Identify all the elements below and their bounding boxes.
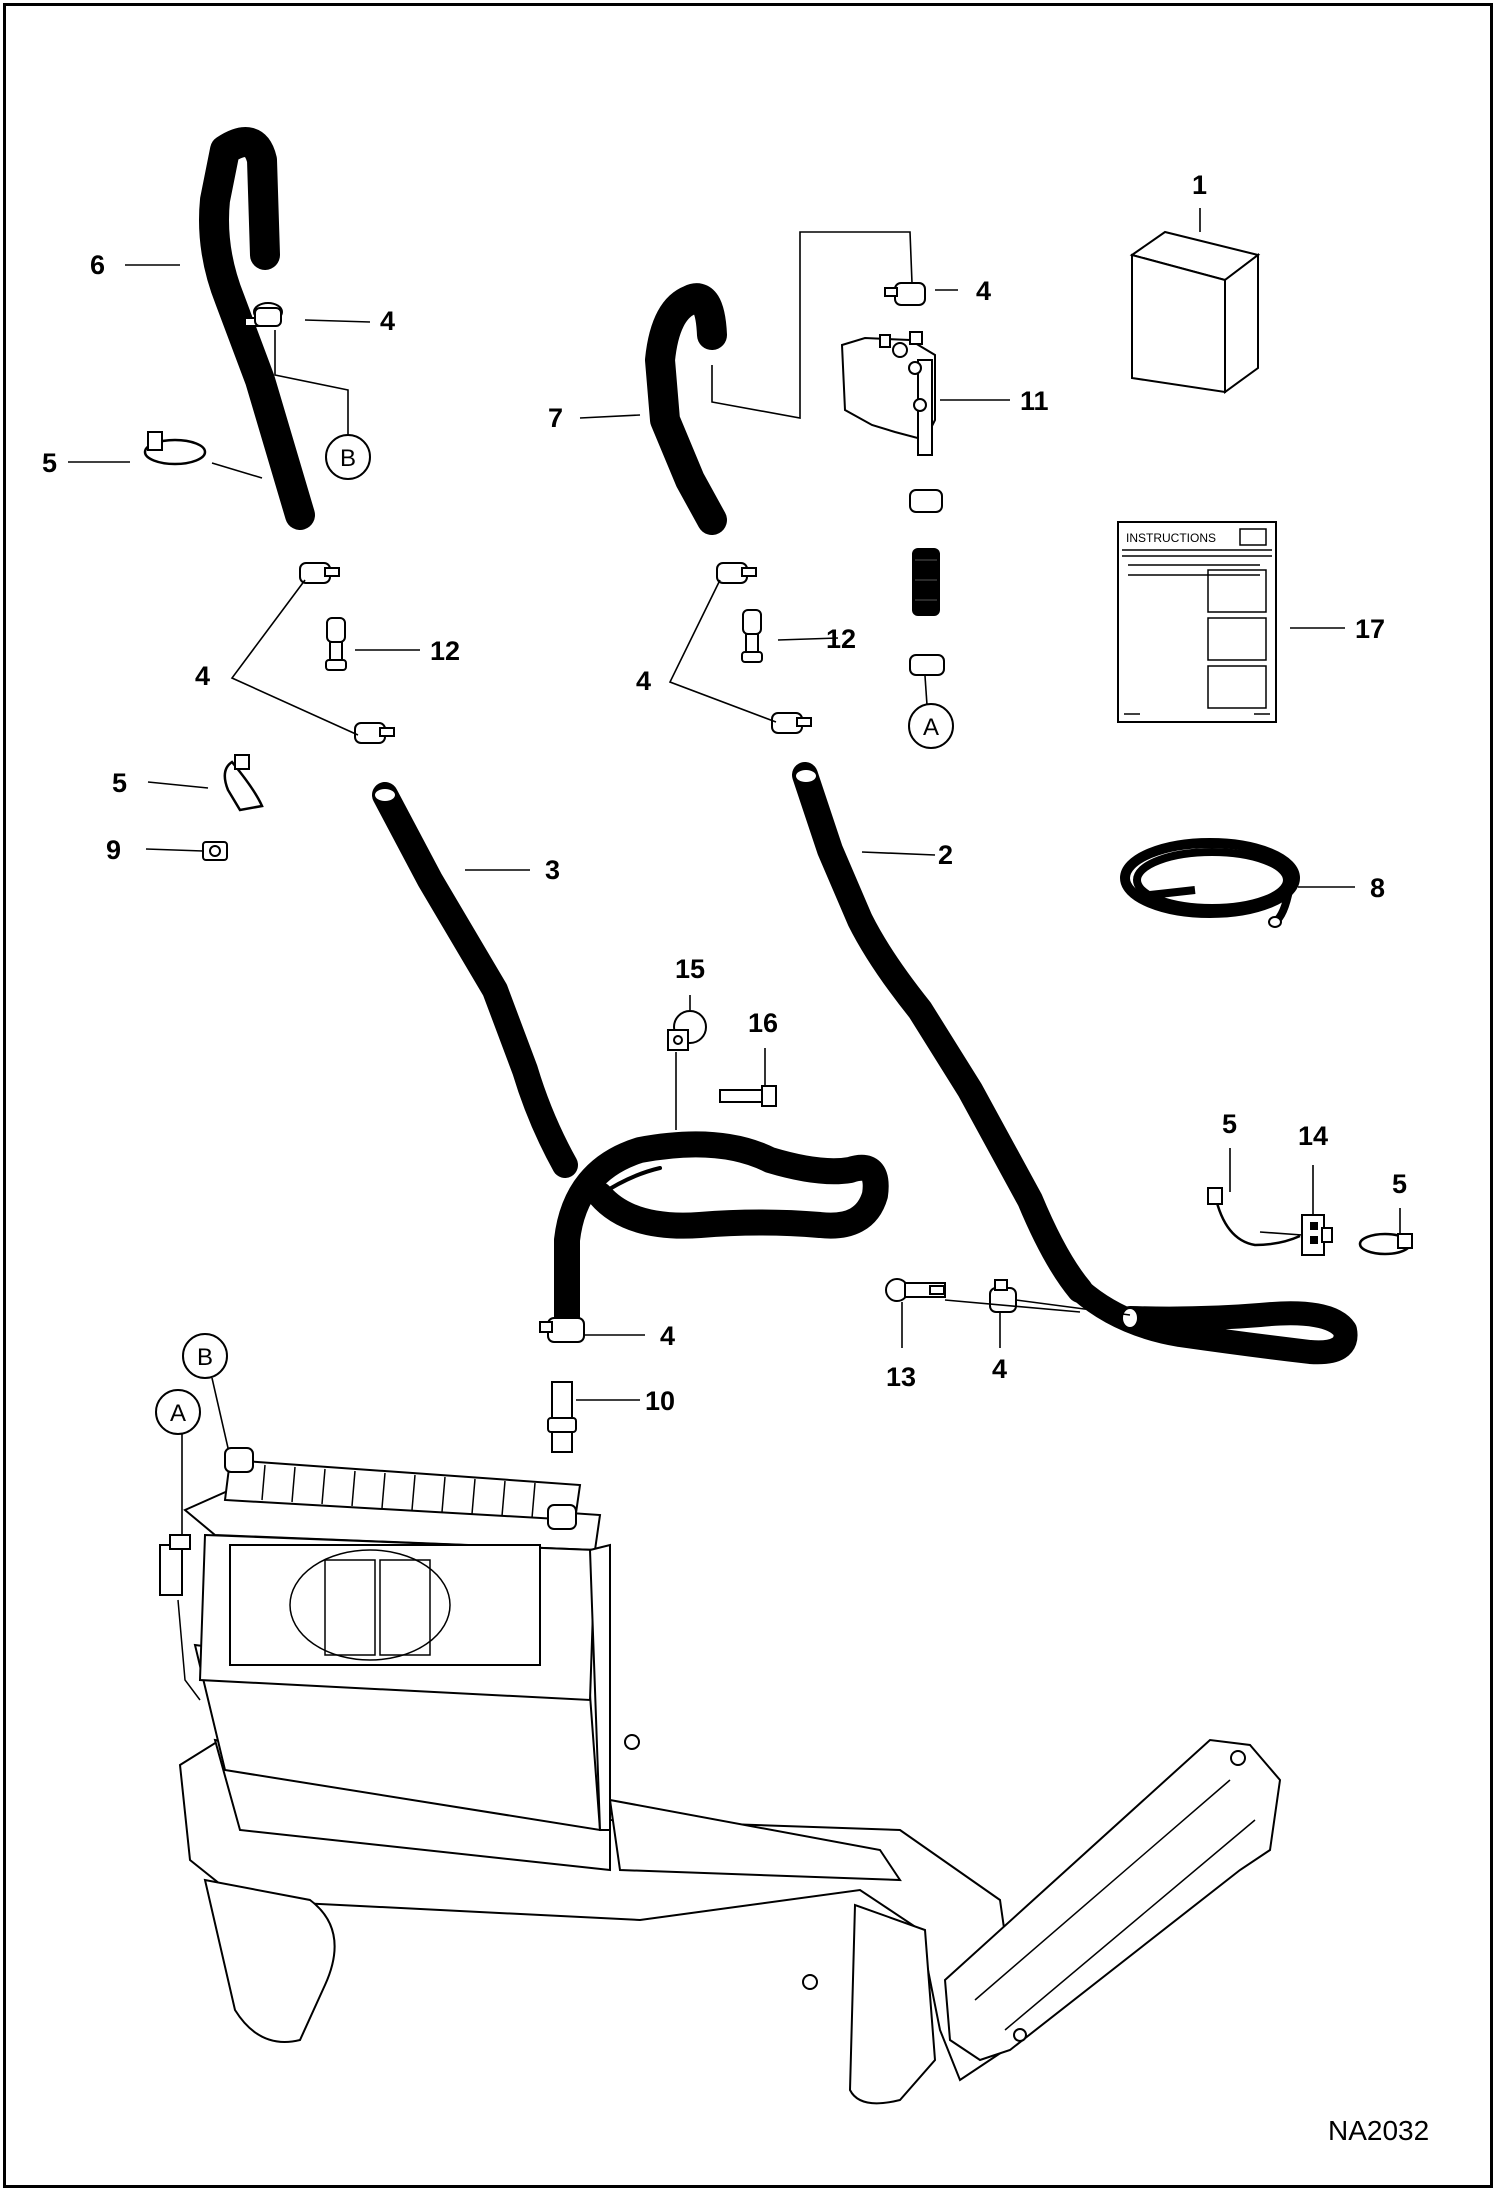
leader-lines — [68, 208, 1401, 1535]
tie-strap-5-top-left — [143, 431, 207, 466]
callout-5: 5 — [1222, 1109, 1237, 1139]
connector-b-bottom: B — [182, 1333, 228, 1379]
svg-text:B: B — [340, 445, 356, 472]
callout-13: 13 — [886, 1362, 916, 1392]
callout-5: 5 — [1392, 1169, 1407, 1199]
callout-11: 11 — [1020, 386, 1049, 416]
bracket-14 — [1301, 1214, 1333, 1256]
hose-clamp-4-right — [989, 1279, 1017, 1313]
callout-4: 4 — [195, 661, 210, 691]
hose-clamp-4-left-upper — [299, 562, 340, 584]
hose-7 — [645, 283, 727, 535]
tie-strap-5-right-b — [1358, 1232, 1413, 1256]
callout-17: 17 — [1355, 614, 1385, 644]
hose-clamp-4-valve-bottom — [909, 489, 943, 513]
instructions-label: INSTRUCTIONS — [1126, 531, 1216, 545]
elbow-fitting-13 — [885, 1278, 946, 1302]
svg-text:A: A — [170, 1400, 186, 1427]
fitting-12-left — [325, 617, 347, 671]
hose-2 — [792, 762, 1093, 1303]
callout-4: 4 — [976, 276, 991, 306]
hose-clamp-4-top-left — [244, 302, 283, 327]
tie-strap-5-right-a — [1207, 1187, 1301, 1247]
callout-9: 9 — [106, 835, 121, 865]
hose-3 — [372, 782, 578, 1178]
callout-4: 4 — [992, 1354, 1007, 1384]
callout-7: 7 — [548, 403, 563, 433]
callout-12: 12 — [826, 624, 856, 654]
callout-1: 1 — [1192, 170, 1207, 200]
connector-b-top: B — [325, 434, 371, 480]
callout-15: 15 — [675, 954, 705, 984]
callout-8: 8 — [1370, 873, 1385, 903]
callout-numbers: 6 4 5 12 4 5 9 3 7 4 11 12 4 2 1 17 8 15… — [42, 170, 1407, 1416]
connector-a-top: A — [908, 703, 954, 749]
bolt-16 — [719, 1085, 777, 1107]
figure-code: NA2032 — [1328, 2115, 1429, 2146]
heater-assembly — [159, 1447, 1282, 2105]
callout-3: 3 — [545, 855, 560, 885]
fitting-12-mid — [741, 609, 763, 663]
p-clip-15 — [667, 1010, 707, 1051]
connector-a-bottom: A — [155, 1389, 201, 1435]
instructions-sheet-17: INSTRUCTIONS — [1117, 521, 1277, 723]
hose-clamp-4-mid-upper — [716, 562, 757, 584]
hose-6 — [199, 127, 315, 530]
hose-clamp-4-a — [909, 654, 945, 676]
callout-4: 4 — [636, 666, 651, 696]
callout-5: 5 — [112, 768, 127, 798]
callout-14: 14 — [1298, 1121, 1328, 1151]
callout-10: 10 — [645, 1386, 675, 1416]
hose-short-11 — [912, 548, 940, 616]
fitting-10 — [547, 1381, 577, 1453]
callout-4: 4 — [660, 1321, 675, 1351]
hose-clamp-4-center — [539, 1317, 585, 1343]
hose-clamp-4-valve-top — [884, 282, 926, 306]
svg-text:A: A — [923, 714, 939, 741]
callout-6: 6 — [90, 250, 105, 280]
hose-10-loop — [554, 1131, 889, 1333]
shutoff-valve-11 — [840, 331, 936, 456]
mount-9 — [202, 841, 228, 861]
callout-2: 2 — [938, 840, 953, 870]
hose-clamp-4-left-lower — [354, 722, 395, 744]
kit-box-1 — [1129, 230, 1261, 394]
hose-coil-8 — [1120, 838, 1300, 928]
svg-text:B: B — [197, 1344, 213, 1371]
callout-5: 5 — [42, 448, 57, 478]
hose-13-loop — [1068, 1278, 1358, 1365]
callout-16: 16 — [748, 1008, 778, 1038]
tie-strap-5-left — [223, 754, 264, 812]
callout-12: 12 — [430, 636, 460, 666]
hose-clamp-4-mid-lower — [771, 712, 812, 734]
callout-4: 4 — [380, 306, 395, 336]
